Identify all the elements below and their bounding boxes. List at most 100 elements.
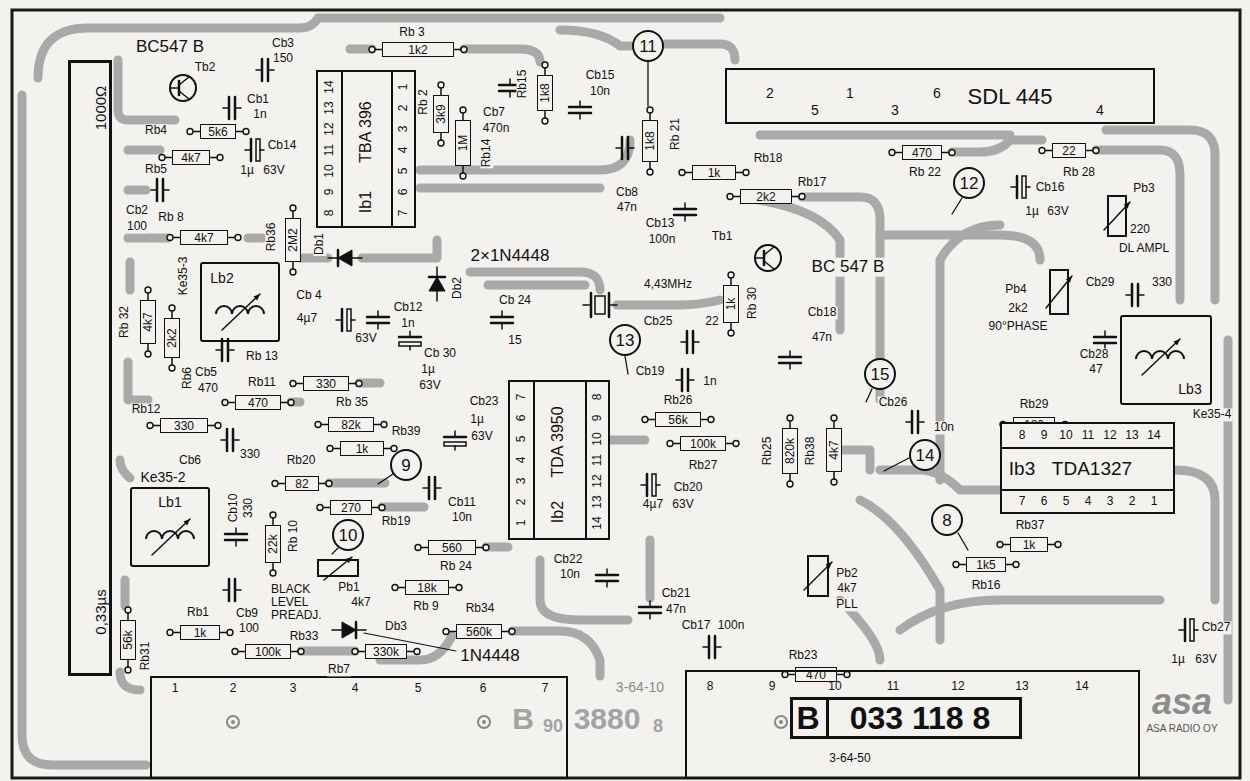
capacitor-plate (569, 106, 591, 109)
pin-number: 6 (480, 682, 487, 694)
capacitor-plate (228, 97, 231, 119)
ic-text: 8 (323, 210, 335, 217)
ic-text: 3 (1107, 495, 1114, 507)
wire-lead (649, 113, 651, 120)
transistor-symbol (170, 75, 196, 101)
solder-pad (169, 305, 175, 311)
resistor-value: 82 (295, 478, 308, 490)
solder-pad (483, 545, 489, 551)
wire-lead (127, 613, 129, 620)
silkscreen-label: 4,43MHz (643, 278, 693, 291)
wire-lead (1138, 294, 1144, 296)
silkscreen-label: Rb 8 (157, 211, 184, 224)
pin-number: 10 (828, 680, 841, 692)
delay-line-text: 0,33µs (93, 589, 108, 634)
wire-lead (220, 632, 227, 634)
ic-text: 9 (323, 189, 335, 196)
solder-pad (326, 481, 332, 487)
pcb-trace (128, 146, 160, 155)
wire-lead (228, 237, 235, 239)
solder-pad (642, 417, 648, 423)
adjust-arrow (1046, 276, 1072, 308)
wire-lead (440, 133, 442, 140)
wire-lead (358, 651, 365, 653)
ic-text: 5 (1063, 495, 1070, 507)
ic-text: 12 (323, 122, 335, 135)
ic-text: 13 (323, 101, 335, 114)
crystal-body (595, 296, 605, 314)
silkscreen-label: Rb17 (797, 176, 828, 189)
callout-number: 15 (871, 366, 890, 383)
solder-pad (460, 173, 466, 179)
wire-lead (730, 278, 732, 285)
pin-number: 3 (290, 682, 297, 694)
solder-pad (1055, 542, 1061, 548)
resistor-body: 560k (456, 624, 502, 639)
silkscreen-label: 15 (507, 334, 522, 347)
callout-circle: 12 (953, 167, 985, 199)
silkscreen-label: 4µ7 (642, 498, 664, 511)
ic-text: 2 (1129, 495, 1136, 507)
silkscreen-label: 10n (589, 85, 611, 98)
wire-lead (436, 267, 438, 277)
wire-lead (171, 358, 173, 365)
mounting-hole (775, 716, 787, 728)
part-number-box: B033 118 8 (790, 697, 1022, 739)
package-divider (1000, 447, 1175, 449)
solder-pad (298, 649, 304, 655)
resistor-value: 1k (725, 298, 737, 311)
ic-text: 2 (515, 499, 527, 506)
solder-pad (667, 441, 673, 447)
pin-number: 3-64-50 (829, 752, 870, 764)
pcb-trace (860, 500, 940, 640)
wire-lead (788, 674, 795, 676)
resistor-body: 82k (328, 417, 374, 432)
solder-pad (392, 585, 398, 591)
ic-text: 12 (591, 474, 603, 487)
silkscreen-label: BC 547 B (811, 258, 886, 277)
silkscreen-label: 1µ (469, 413, 485, 426)
pcb-trace (560, 30, 630, 46)
wire-lead (649, 613, 651, 619)
silkscreen-label: Rb37 (1015, 519, 1046, 532)
silkscreen-label: Cb6 (178, 454, 202, 467)
capacitor-plate (444, 436, 466, 439)
wire-lead (193, 131, 200, 133)
silkscreen-label: Rb34 (465, 602, 496, 615)
wire-lead (328, 257, 338, 259)
silkscreen-label: 1n (400, 317, 415, 330)
wire-lead (736, 172, 743, 174)
ic-text: 1 (1151, 495, 1158, 507)
resistor-body: 560 (428, 540, 476, 555)
resistor-value: 1k (356, 443, 369, 455)
solder-pad (290, 269, 296, 275)
resistor-value: 1k (1023, 539, 1036, 551)
pcb-trace (512, 631, 600, 676)
silkscreen-label: 10n (933, 421, 955, 434)
adjust-arrow (1142, 339, 1180, 375)
silkscreen-label: 1µ (239, 164, 255, 177)
part-number: 033 118 8 (850, 702, 991, 734)
silkscreen-label: 47n (811, 331, 833, 344)
silkscreen-label: 10n (451, 511, 473, 524)
silkscreen-label: Rb29 (1019, 398, 1050, 411)
wire-lead (236, 131, 243, 133)
package-divider (585, 380, 587, 540)
pin-number: 13 (1015, 680, 1028, 692)
solder-pad (787, 415, 793, 421)
ic-text: 11 (1082, 429, 1094, 441)
silkscreen-label: Cb3 (271, 37, 295, 50)
pcb-trace (118, 60, 175, 120)
ic-text: Ib3 (1009, 459, 1035, 478)
silkscreen-label: Cb16 (1035, 181, 1066, 194)
silkscreen-label: 63V (1194, 653, 1217, 666)
resistor-body: 56k (655, 412, 701, 427)
silkscreen-label: Cb23 (469, 395, 500, 408)
silkscreen-label: Rb 30 (746, 286, 759, 320)
wire-lead (384, 448, 391, 450)
silkscreen-label: Rb27 (688, 459, 719, 472)
solder-pad (647, 107, 653, 113)
silkscreen-label: 330 (239, 448, 261, 461)
arrow-head (253, 294, 260, 300)
resistor-value: 330 (316, 378, 336, 390)
